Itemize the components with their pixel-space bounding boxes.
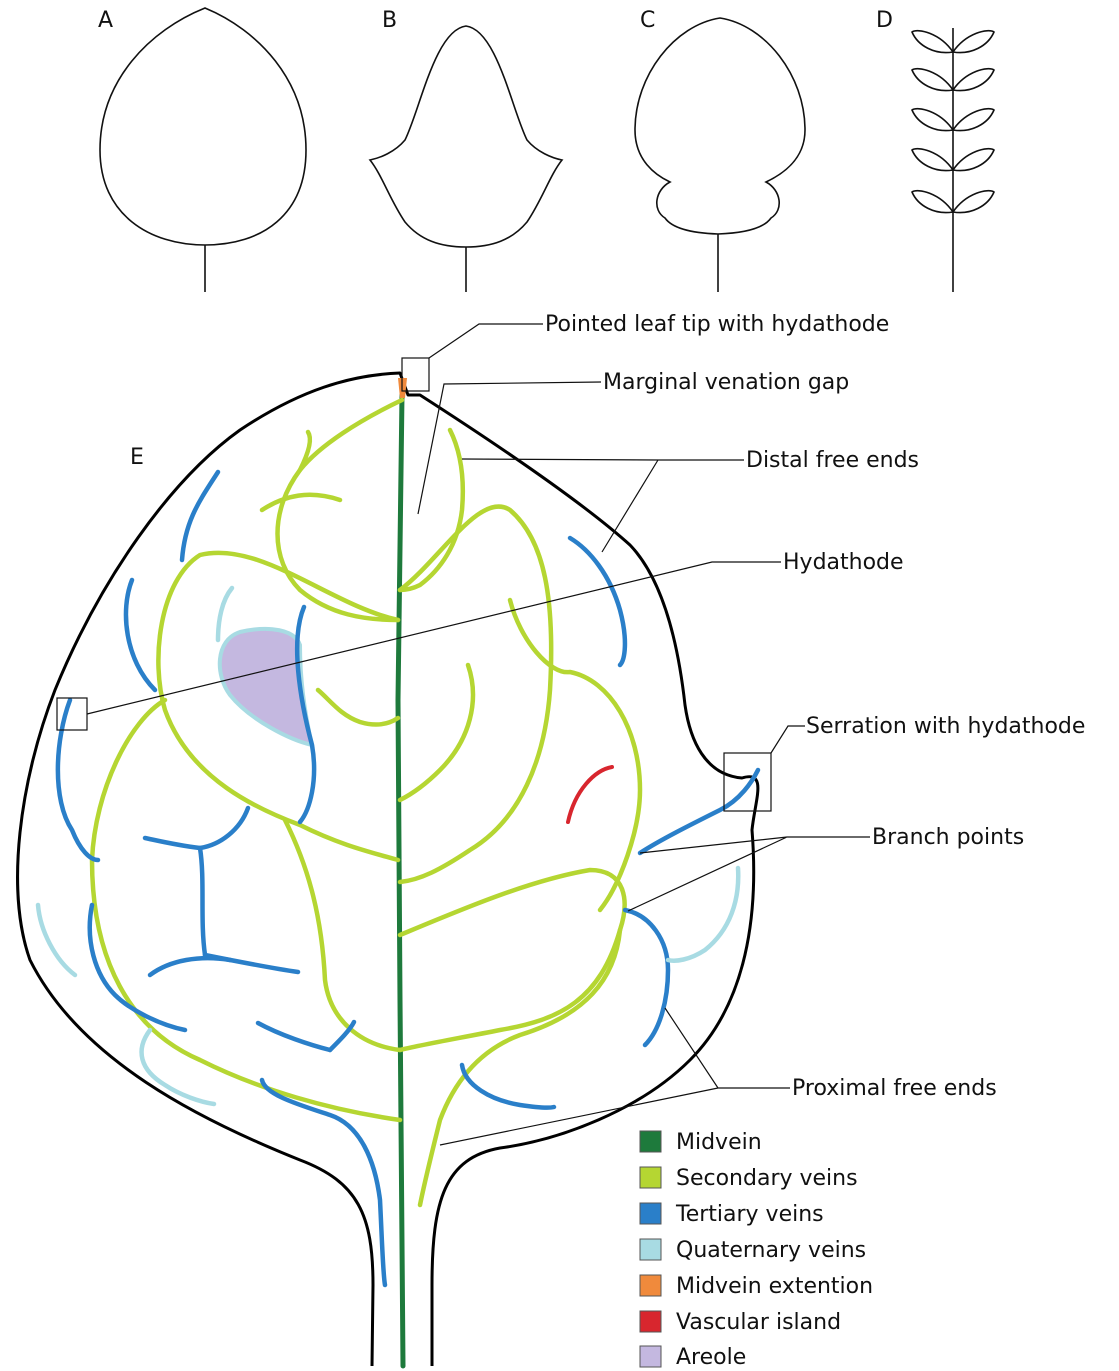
callout-proximal-free-ends: Proximal free ends (792, 1076, 997, 1101)
legend-label-quaternary: Quaternary veins (676, 1238, 866, 1263)
quaternary-vein (668, 868, 738, 961)
leader-serration (771, 726, 805, 753)
leaflet-d-5l (912, 191, 953, 213)
tertiary-vein (200, 848, 205, 955)
panel-label-a: A (98, 8, 113, 33)
secondary-vein (300, 432, 310, 470)
panel-label-e: E (130, 445, 144, 470)
tertiary-vein (258, 1023, 330, 1050)
panel-label-b: B (382, 8, 397, 33)
tertiary-vein (462, 1065, 554, 1108)
tertiary-vein (90, 905, 185, 1030)
panel-label-c: C (640, 8, 655, 33)
quaternary-vein (142, 1030, 214, 1104)
tertiary-vein (570, 538, 625, 665)
leaflet-d-3r (953, 109, 994, 131)
leaflet-d-4r (953, 149, 994, 171)
callout-marginal-gap: Marginal venation gap (603, 370, 849, 395)
legend-label-tertiary: Tertiary veins (675, 1202, 824, 1227)
callout-hydathode: Hydathode (783, 550, 904, 575)
secondary-vein (278, 400, 403, 620)
leaflet-d-2r (953, 69, 994, 91)
leaflet-d-3l (912, 109, 953, 131)
leaf-shape-c: C (635, 8, 805, 292)
tertiary-vein (262, 1080, 385, 1285)
leaf-shape-b: B (370, 8, 562, 292)
leaflet-d-2l (912, 69, 953, 91)
legend-swatch-areole (640, 1346, 661, 1367)
legend-swatch-secondary (640, 1167, 661, 1188)
legend-label-midvein-extension: Midvein extention (676, 1274, 873, 1299)
callout-branch-points: Branch points (872, 825, 1024, 850)
secondary-vein (510, 600, 640, 910)
legend-swatch-midvein (640, 1131, 661, 1152)
leader-branch-points (628, 837, 870, 911)
panel-label-d: D (876, 8, 893, 33)
secondary-vein (400, 506, 551, 882)
legend-swatch-midvein-extension (640, 1275, 661, 1296)
legend-swatch-vascular-island (640, 1311, 661, 1332)
secondary-vein (400, 430, 463, 590)
legend-swatch-tertiary (640, 1203, 661, 1224)
leaf-outline-b (370, 26, 562, 247)
legend-swatch-quaternary (640, 1239, 661, 1260)
leaf-outline-a (100, 8, 306, 245)
tertiary-vein (150, 958, 230, 975)
callout-distal-free-ends: Distal free ends (746, 448, 919, 473)
leaf-e: E (18, 312, 1086, 1366)
leaf-outline-c (635, 18, 805, 234)
leader-proximal-free-ends (440, 1008, 790, 1145)
legend-label-midvein: Midvein (676, 1130, 762, 1155)
legend: Midvein Secondary veins Tertiary veins Q… (640, 1130, 873, 1370)
tertiary-vein (330, 1022, 354, 1050)
legend-label-areole: Areole (676, 1345, 746, 1370)
leaflet-d-1r (953, 31, 994, 53)
callout-pointed-tip: Pointed leaf tip with hydathode (545, 312, 889, 337)
secondary-vein (92, 700, 400, 1120)
vascular-island (568, 767, 612, 822)
quaternary-vein (218, 588, 232, 640)
secondary-vein (262, 495, 340, 510)
leader-marginal-gap (418, 382, 601, 514)
leader-pointed-tip (429, 324, 543, 358)
leaf-shape-d: D (876, 8, 994, 292)
secondary-vein (400, 665, 473, 800)
secondary-vein (400, 870, 625, 1050)
tertiary-vein (182, 472, 218, 560)
leaflet-d-1l (912, 31, 953, 53)
leaflet-d-5r (953, 191, 994, 213)
leaf-shape-a: A (98, 8, 306, 292)
quaternary-vein (38, 905, 75, 975)
legend-label-vascular-island: Vascular island (676, 1310, 841, 1335)
leaflet-d-4l (912, 149, 953, 171)
tertiary-vein (625, 910, 668, 1045)
tertiary-vein (126, 580, 155, 690)
callout-serration: Serration with hydathode (806, 714, 1085, 739)
tertiary-vein (145, 808, 248, 848)
legend-label-secondary: Secondary veins (676, 1166, 858, 1191)
secondary-vein (318, 690, 398, 725)
secondary-vein (420, 930, 620, 1205)
leader-hydathode (87, 562, 781, 714)
